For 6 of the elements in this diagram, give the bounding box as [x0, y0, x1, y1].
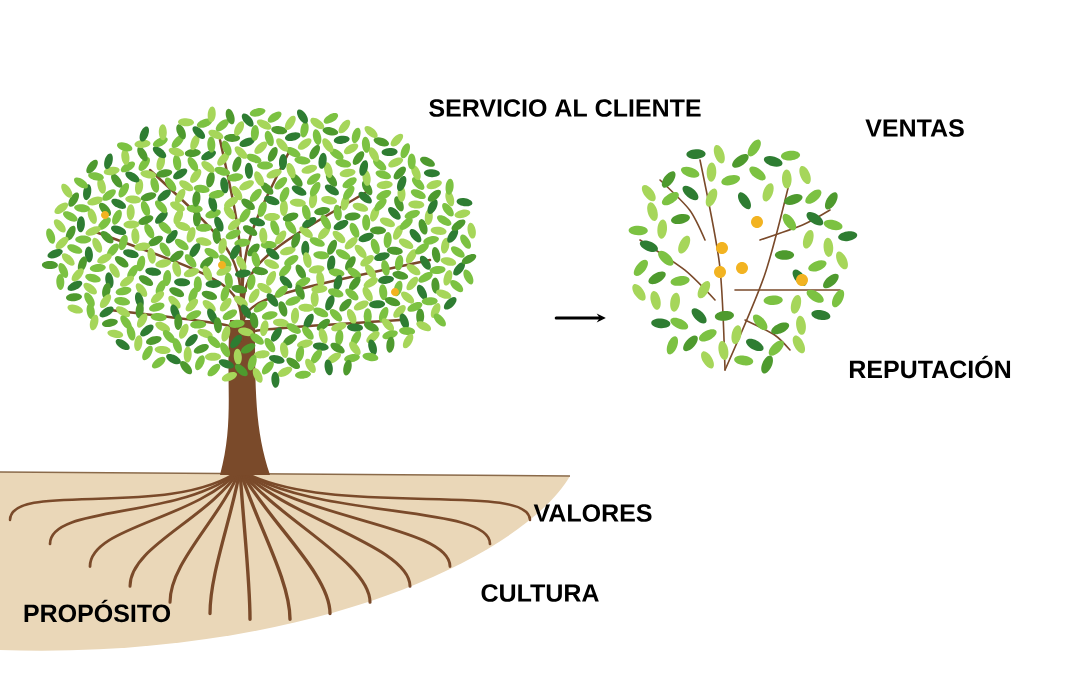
text-label: REPUTACIÓN: [849, 355, 1011, 379]
text-label: VALORES: [533, 504, 652, 522]
text-label: VENTAS: [865, 119, 964, 137]
text-label: PROPÓSITO: [24, 599, 171, 623]
text-label: SERVICIO AL CLIENTE: [429, 99, 701, 117]
text-label: CULTURA: [481, 584, 599, 602]
